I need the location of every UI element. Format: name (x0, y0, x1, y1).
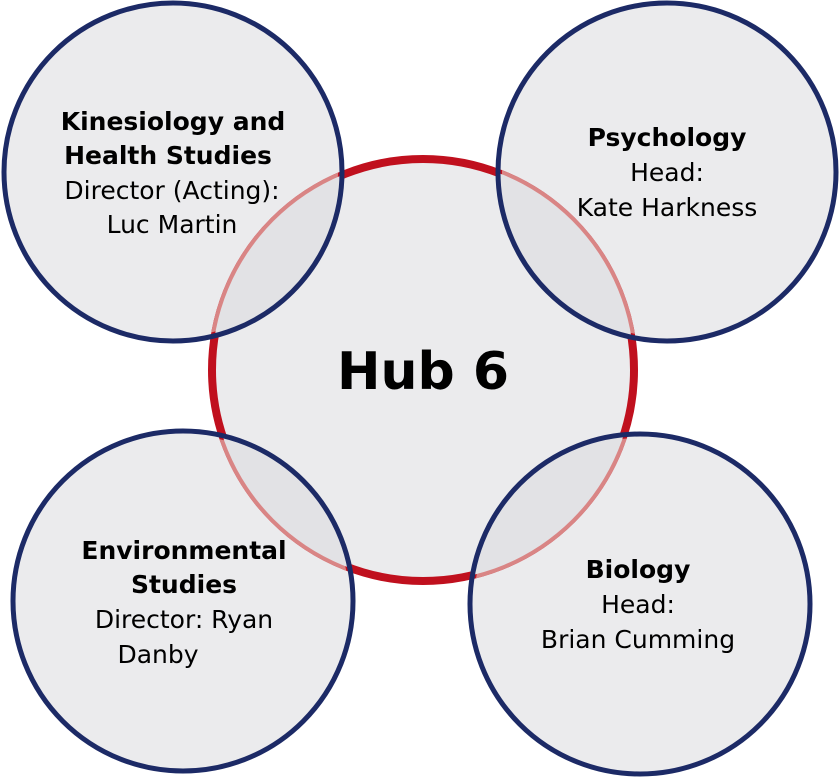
environmental-detail-line-2: Danby (117, 640, 198, 669)
biology-detail-line-1: Head: (601, 590, 675, 619)
kinesiology-detail-line-2: Luc Martin (107, 210, 238, 239)
biology-name: Biology (586, 555, 691, 584)
unit-circle-biology (467, 431, 813, 777)
unit-circle-kinesiology (1, 0, 345, 344)
kinesiology-name-line-2: Health Studies (64, 141, 272, 170)
environmental-name-line-2: Studies (131, 570, 237, 599)
unit-circle-environmental (10, 428, 356, 774)
biology-detail-line-2: Brian Cumming (541, 625, 735, 654)
psychology-name: Psychology (588, 123, 747, 152)
unit-circle-psychology (495, 0, 839, 344)
environmental-name-line-1: Environmental (81, 536, 286, 565)
psychology-detail-line-1: Head: (630, 158, 704, 187)
psychology-detail-line-2: Kate Harkness (577, 193, 758, 222)
hub-ring (208, 155, 638, 585)
kinesiology-detail-line-1: Director (Acting): (64, 176, 279, 205)
environmental-detail-line-1: Director: Ryan (95, 605, 273, 634)
hub-title: Hub 6 (337, 342, 509, 402)
kinesiology-name-line-1: Kinesiology and (61, 107, 286, 136)
